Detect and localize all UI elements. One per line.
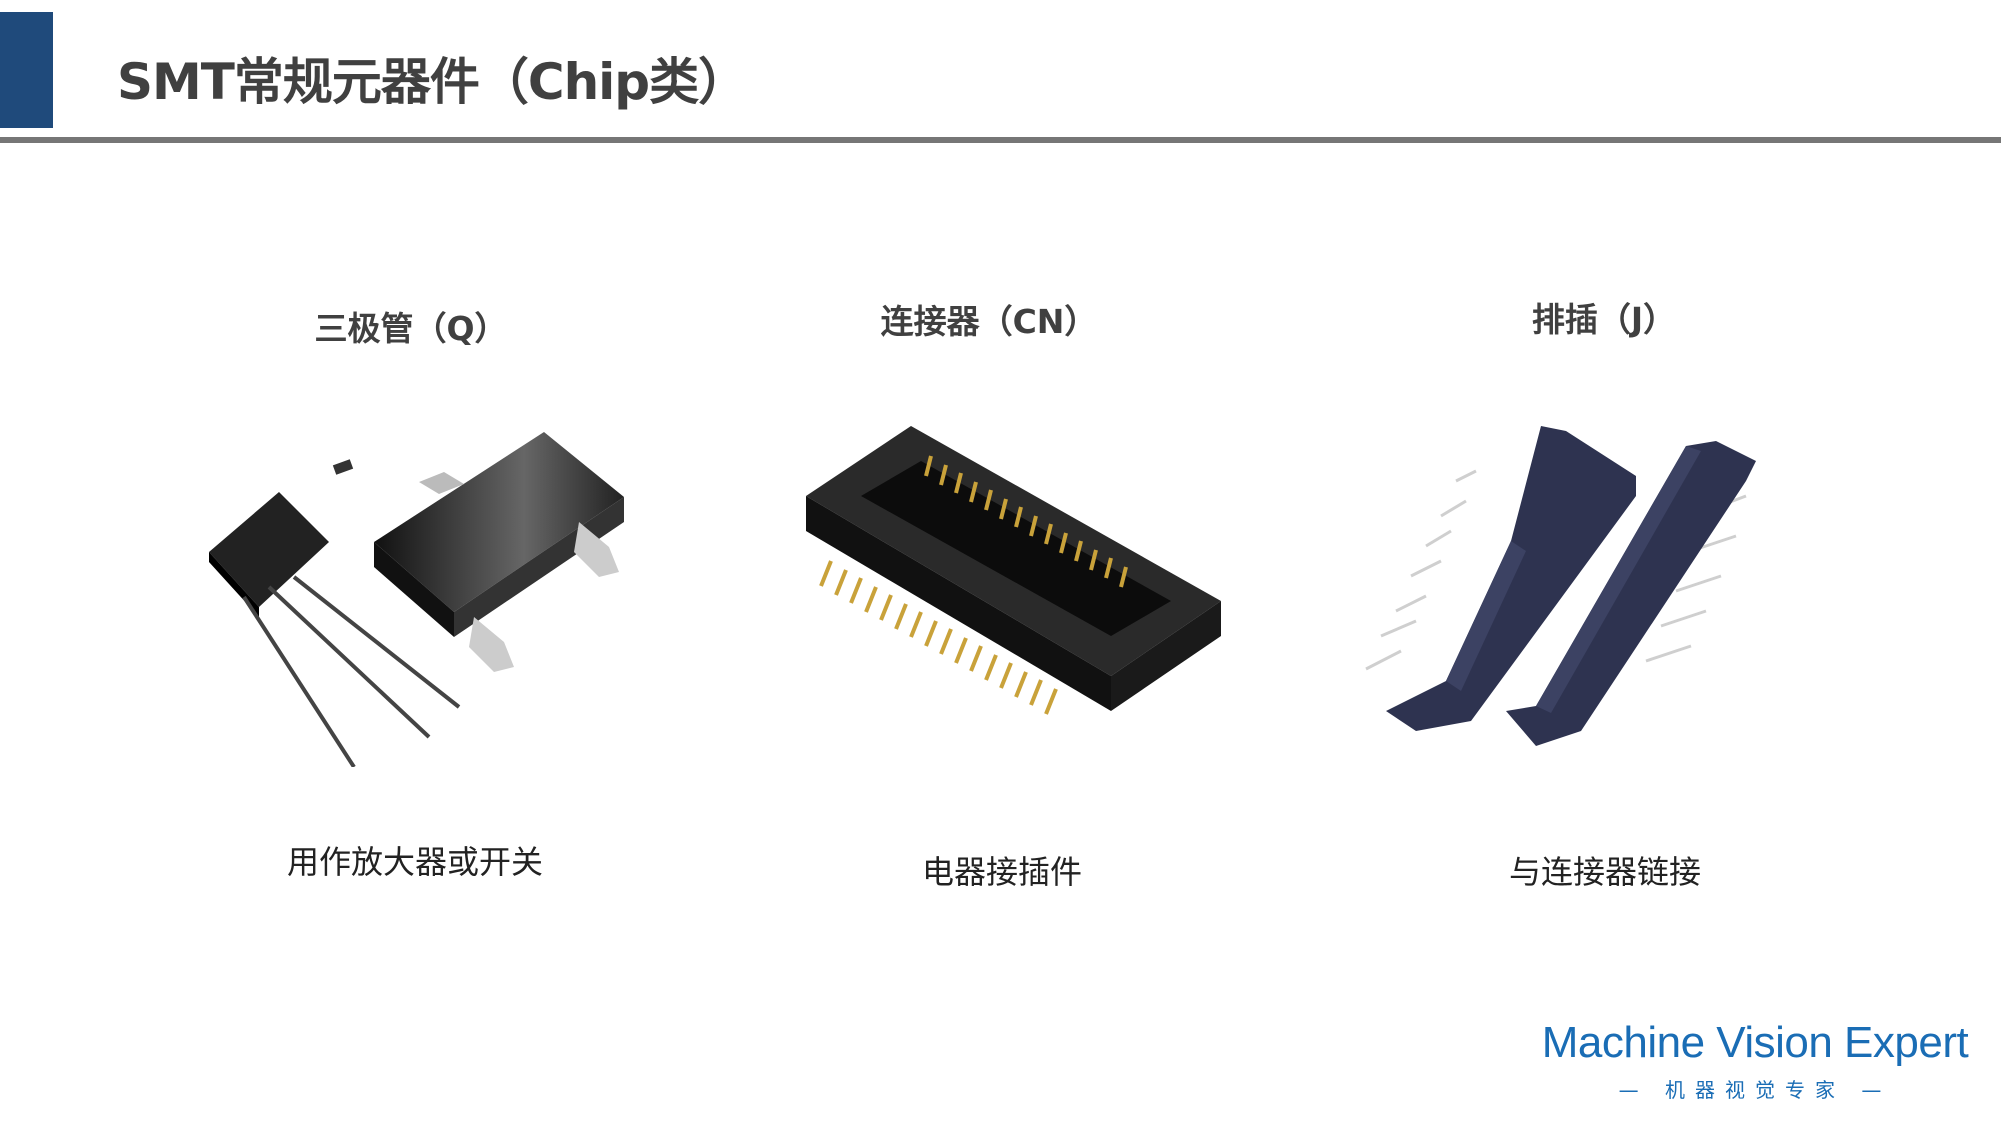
logo-sub-text: — 机器视觉专家 — (1618, 1078, 1892, 1102)
title-divider (0, 137, 2001, 143)
component-heading-pin-header: 排插（J） (1531, 300, 1677, 339)
board-connector-image (806, 426, 1221, 715)
component-caption-connector: 电器接插件 (921, 853, 1083, 891)
title-accent-bar (0, 12, 53, 128)
slide-title: SMT常规元器件（Chip类） (117, 53, 748, 111)
component-caption-pin-header: 与连接器链接 (1508, 853, 1702, 891)
pin-header-image (1365, 426, 1756, 746)
transistor-image (209, 432, 624, 767)
component-heading-transistor: 三极管（Q） (314, 309, 508, 348)
component-heading-connector: 连接器（CN） (880, 302, 1098, 341)
component-caption-transistor: 用作放大器或开关 (286, 843, 544, 881)
logo-main-text: Machine Vision Expert (1541, 1018, 1969, 1067)
company-logo: Machine Vision Expert — 机器视觉专家 — (1535, 1018, 1975, 1103)
